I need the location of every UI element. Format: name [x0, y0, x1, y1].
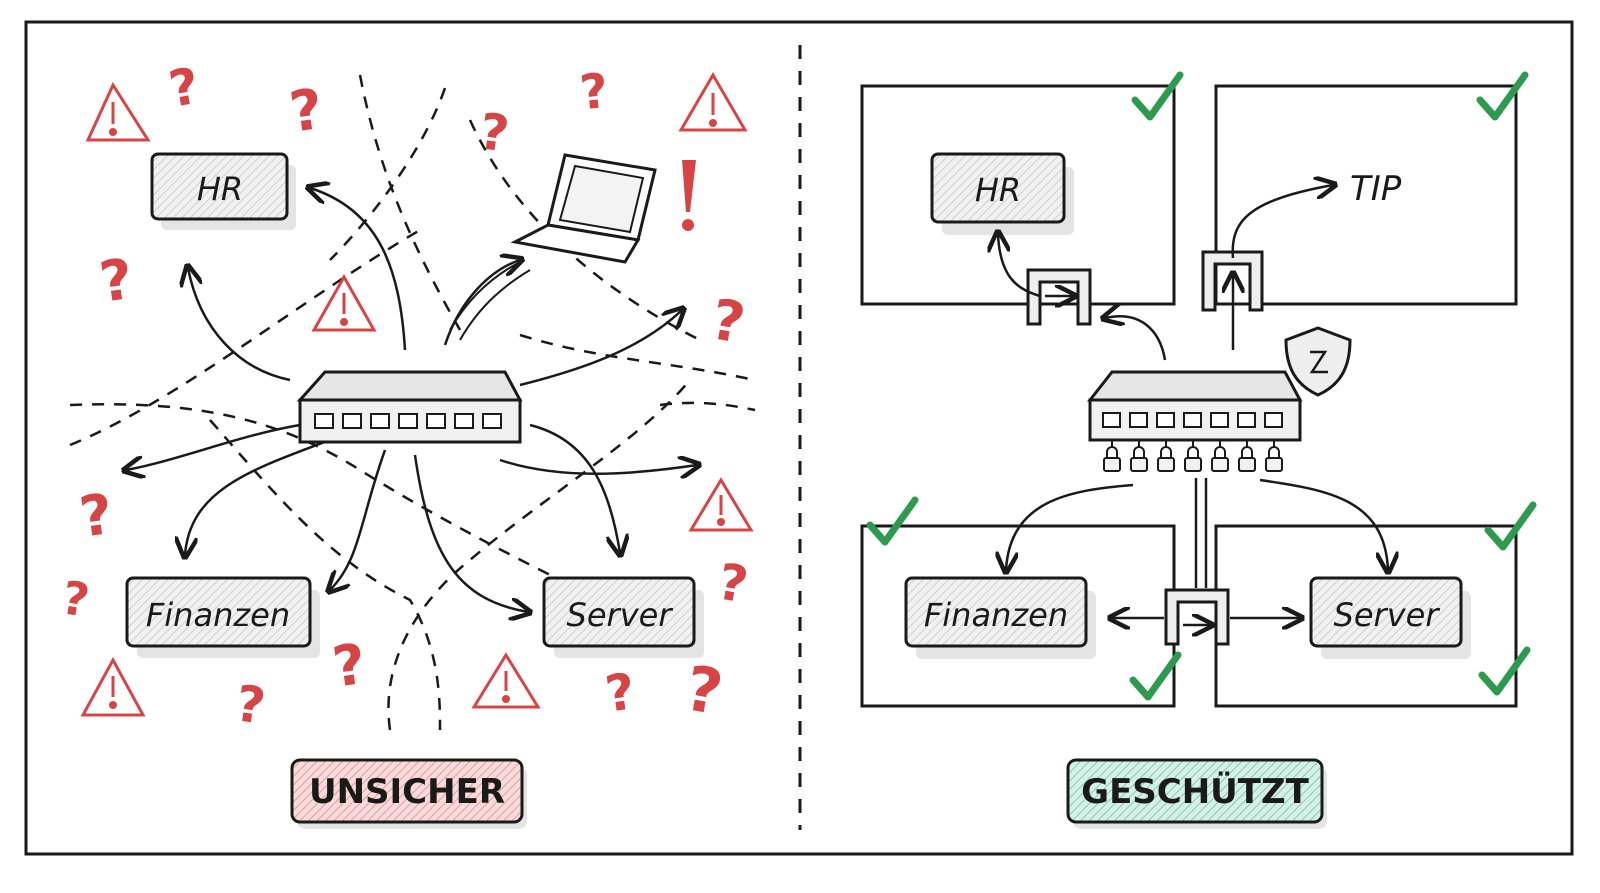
warning-icon — [311, 273, 377, 332]
check-icon — [1476, 71, 1529, 121]
right-node-hr-label: HR — [975, 171, 1021, 209]
zone-hr — [860, 84, 1176, 306]
question-mark-icon: ? — [165, 57, 204, 119]
right-panel: HR TIP Finanzen Server — [860, 71, 1537, 829]
left-switch-icon — [296, 370, 523, 444]
shield-icon — [1284, 326, 1352, 397]
outer-frame — [24, 20, 1574, 856]
left-node-finanzen: Finanzen — [125, 576, 320, 658]
lock-icon — [1157, 446, 1175, 472]
firewall-gate-icon — [1026, 268, 1092, 326]
lock-icon — [1130, 446, 1148, 472]
right-node-finanzen-label: Finanzen — [924, 596, 1068, 634]
question-mark-icon: ? — [76, 482, 117, 551]
warning-icons — [80, 72, 754, 717]
port-lines — [1111, 440, 1275, 448]
right-status-badge: GESCHÜTZT — [1066, 758, 1327, 829]
check-icon — [1478, 646, 1531, 696]
laptop-icon — [510, 153, 657, 264]
left-node-hr: HR — [150, 152, 296, 230]
left-panel: HR Finanzen Server — [58, 57, 756, 829]
question-mark-icon: ? — [713, 552, 752, 614]
warning-icon — [80, 656, 146, 717]
question-mark-icon: ? — [577, 63, 611, 122]
left-status-badge: UNSICHER — [290, 758, 527, 829]
lock-icon — [1238, 446, 1256, 472]
lock-icons — [1103, 446, 1283, 472]
left-node-finanzen-label: Finanzen — [146, 596, 290, 634]
controlled-arrows — [998, 185, 1388, 625]
question-mark-icon: ? — [706, 287, 749, 357]
question-mark-icon: ? — [286, 77, 327, 146]
right-status-badge-label: GESCHÜTZT — [1081, 771, 1309, 812]
firewall-gate-icons — [1026, 250, 1264, 646]
warning-icon — [688, 477, 754, 532]
lock-icon — [1211, 446, 1229, 472]
right-switch-icon — [1086, 370, 1303, 442]
warning-icon — [85, 81, 151, 142]
check-icon — [1484, 501, 1537, 551]
warning-icon — [471, 652, 541, 709]
left-node-server: Server — [542, 576, 704, 658]
chaos-dashed-lines — [69, 74, 756, 731]
right-node-tip-label: TIP — [1350, 169, 1402, 209]
check-icon — [1129, 651, 1182, 701]
check-icon — [866, 496, 919, 546]
left-node-hr-label: HR — [197, 170, 243, 208]
question-mark-icon: ? — [476, 102, 513, 163]
exclamation-icon — [682, 160, 696, 231]
firewall-gate-icon — [1201, 250, 1264, 312]
question-mark-icon: ? — [58, 570, 94, 628]
checkmark-icons — [866, 71, 1537, 701]
left-status-badge-label: UNSICHER — [309, 772, 505, 812]
question-mark-icons: ? ? ? ? ? ? ? ? ? ? ? ? ? — [58, 57, 752, 736]
lock-icon — [1265, 446, 1283, 472]
question-mark-icon: ? — [329, 632, 370, 701]
check-icon — [1131, 71, 1184, 121]
lock-icon — [1103, 446, 1121, 472]
warning-icon — [678, 72, 748, 132]
firewall-gate-icon — [1164, 588, 1230, 646]
question-mark-icon: ? — [232, 674, 269, 735]
zone-tip — [1214, 84, 1518, 306]
lock-icon — [1184, 446, 1202, 472]
question-mark-icon: ? — [680, 651, 728, 729]
laptop-motion-lines — [449, 261, 531, 341]
question-mark-icon: ? — [602, 662, 639, 723]
right-node-server: Server — [1309, 576, 1471, 659]
left-node-server-label: Server — [567, 596, 674, 634]
right-node-hr: HR — [930, 152, 1074, 235]
right-node-finanzen: Finanzen — [904, 576, 1096, 659]
question-mark-icon: ? — [96, 247, 137, 316]
right-node-server-label: Server — [1334, 596, 1441, 634]
chaos-arrows — [126, 188, 697, 612]
